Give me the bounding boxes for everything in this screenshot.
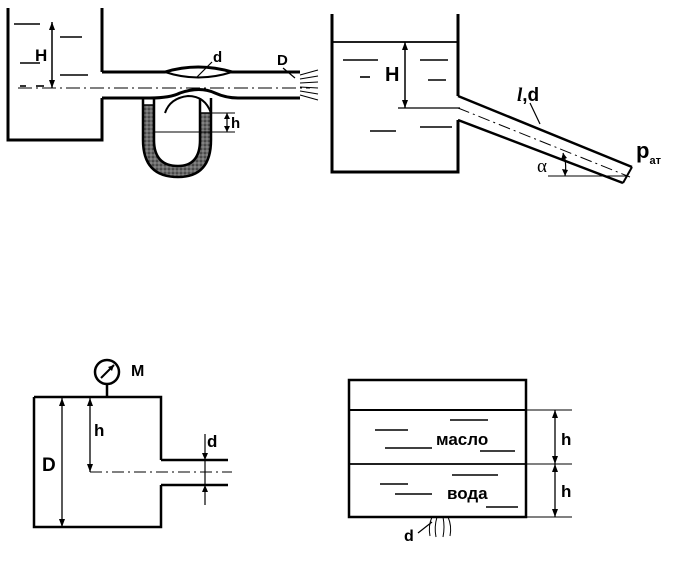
pressure-h-label: h [94,421,104,440]
pressure-tank-top [34,395,163,460]
manometer-arch [164,94,212,114]
incline-alpha-label: α [537,156,547,177]
incline-d-label: ,d [522,85,539,106]
water-dashes [380,474,518,508]
incline-l-label: l [517,85,523,106]
water-label: вода [447,484,488,503]
venturi-tank-water-surface [14,23,88,87]
venturi-throat-contour [164,71,233,79]
inclined-pipe-axis [457,107,631,178]
venturi-d-label: d [213,49,222,66]
venturi-pipe-bottom [102,88,300,100]
venturi-pipe-top [102,65,300,74]
pressure-d-label: d [207,432,217,451]
incline-tank-wall [330,14,460,174]
venturi-H-label: H [35,46,47,65]
oil-h-label: h [561,430,571,449]
incline-p-subscript: ат [649,155,661,167]
inclined-pipe-figure: H l,d α pат [330,14,662,185]
two-liquids-tank [347,378,528,519]
venturi-outlet-jet [299,69,319,101]
oil-dashes [375,419,515,452]
manometer-inner-wall [152,98,202,168]
manometer-outer-wall [141,98,213,179]
pressure-D-label: D [42,455,56,476]
orifice-d-label: d [404,528,414,545]
water-h-label: h [561,482,571,501]
two-liquids-figure: масло вода h h d [347,378,572,545]
gauge-M-label: M [131,363,144,380]
svg-text:l,d: l,d [517,85,539,106]
inclined-pipe-bottom [457,118,624,185]
u-tube-manometer: h [141,94,240,179]
venturi-D-label: D [277,52,288,69]
incline-H-label: H [385,64,399,86]
venturi-figure: H d D [6,8,319,179]
manometer-mercury [143,105,211,177]
pressure-tank-figure: M h D d [32,358,232,529]
orifice-jet [428,516,452,538]
manometer-h-label: h [231,115,240,132]
svg-text:pат: pат [636,138,662,167]
pressure-tank-wall [32,397,163,529]
inclined-pipe-top [457,94,633,169]
oil-label: масло [436,430,488,449]
incline-p-label: p [636,138,649,163]
venturi-tank-wall [6,8,104,142]
incline-water-dashes [343,59,452,132]
